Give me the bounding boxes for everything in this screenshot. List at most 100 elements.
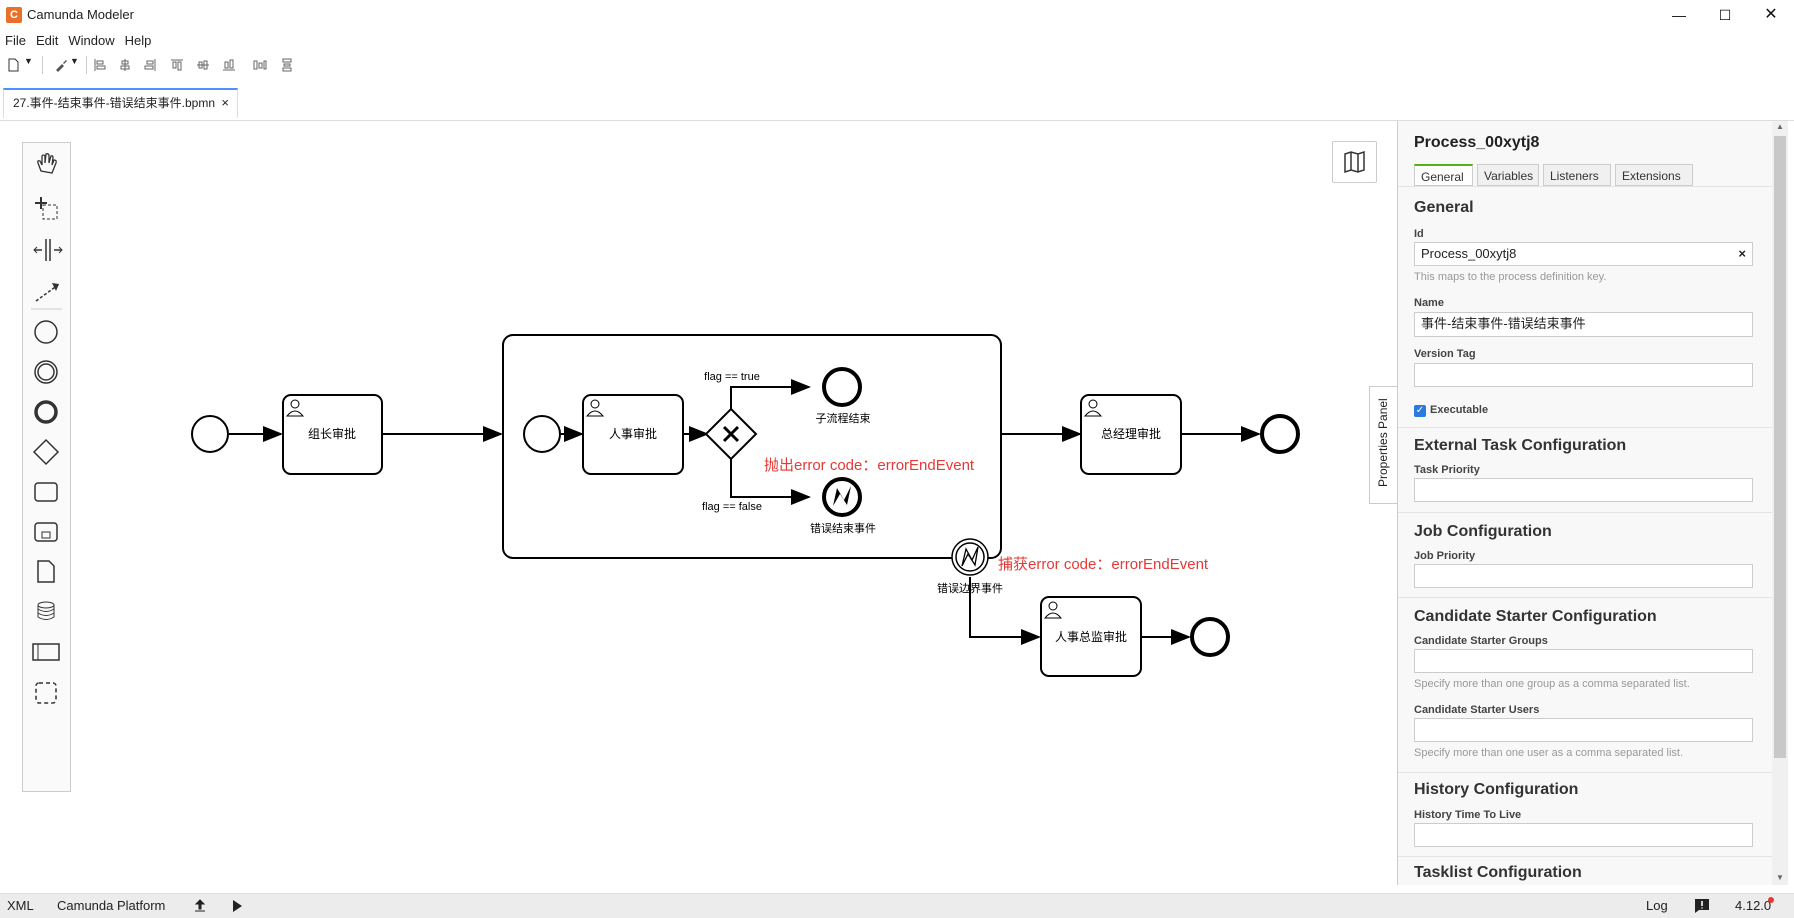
tab-variables[interactable]: Variables xyxy=(1477,164,1539,186)
subprocess-icon[interactable] xyxy=(34,522,58,542)
align-top-icon[interactable] xyxy=(170,58,184,72)
properties-scrollbar-thumb[interactable] xyxy=(1774,136,1786,758)
distribute-vertical-icon[interactable] xyxy=(280,58,294,72)
tab-close-icon[interactable]: × xyxy=(221,95,229,110)
error-end-event[interactable] xyxy=(822,477,862,517)
group-divider xyxy=(1398,597,1773,598)
xml-button[interactable]: XML xyxy=(7,898,34,913)
menu-help[interactable]: Help xyxy=(124,33,152,48)
task-label: 人事总监审批 xyxy=(1055,629,1127,644)
data-object-icon[interactable] xyxy=(37,560,55,583)
space-tool-icon[interactable] xyxy=(33,239,63,261)
bpmn-diagram[interactable]: 组长审批 人事审批 flag == true flag == false 子流程… xyxy=(0,121,1397,885)
menu-edit[interactable]: Edit xyxy=(35,33,59,48)
toolbar-divider xyxy=(86,56,87,74)
tab-extensions[interactable]: Extensions xyxy=(1615,164,1693,186)
history-ttl-label: History Time To Live xyxy=(1414,809,1522,821)
end-event[interactable] xyxy=(1260,414,1300,454)
tab-listeners[interactable]: Listeners xyxy=(1543,164,1611,186)
hand-tool-icon[interactable] xyxy=(37,153,57,174)
edit-brush-icon[interactable] xyxy=(54,58,68,72)
group-tasklist-title: Tasklist Configuration xyxy=(1414,864,1582,881)
distribute-horizontal-icon[interactable] xyxy=(253,58,267,72)
error-end-label: 错误结束事件 xyxy=(810,521,876,535)
user-task-hr-approval[interactable]: 人事审批 xyxy=(582,394,684,475)
scroll-up-icon[interactable]: ▲ xyxy=(1776,122,1784,131)
candidate-users-field[interactable] xyxy=(1414,718,1753,742)
group-candidate-title: Candidate Starter Configuration xyxy=(1414,608,1657,625)
start-event-icon[interactable] xyxy=(34,320,58,344)
task-priority-label: Task Priority xyxy=(1414,464,1480,476)
id-field[interactable]: Process_00xytj8 × xyxy=(1414,242,1753,266)
feedback-icon[interactable] xyxy=(1694,898,1710,914)
candidate-groups-field[interactable] xyxy=(1414,649,1753,673)
align-center-icon[interactable] xyxy=(118,58,132,72)
new-file-dropdown-icon[interactable]: ▼ xyxy=(24,56,33,66)
maximize-button[interactable]: ☐ xyxy=(1718,7,1732,23)
group-general-title: General xyxy=(1414,199,1474,216)
scroll-down-icon[interactable]: ▼ xyxy=(1776,873,1784,882)
task-label: 人事审批 xyxy=(609,426,657,441)
align-middle-icon[interactable] xyxy=(196,58,210,72)
start-instance-icon[interactable] xyxy=(230,899,244,913)
diagram-canvas[interactable]: 组长审批 人事审批 flag == true flag == false 子流程… xyxy=(0,121,1397,885)
exclusive-gateway[interactable] xyxy=(704,407,758,461)
user-task-hr-director-approval[interactable]: 人事总监审批 xyxy=(1040,596,1142,677)
properties-panel-toggle[interactable]: Properties Panel xyxy=(1369,386,1398,504)
menu-file[interactable]: File xyxy=(5,33,26,48)
name-field[interactable]: 事件-结束事件-错误结束事件 xyxy=(1414,312,1753,337)
version-label[interactable]: 4.12.0 xyxy=(1735,898,1772,913)
pool-icon[interactable] xyxy=(32,643,60,661)
align-bottom-icon[interactable] xyxy=(222,58,236,72)
user-icon xyxy=(1083,399,1103,417)
minimap-toggle[interactable] xyxy=(1332,141,1377,183)
user-task-leader-approval[interactable]: 组长审批 xyxy=(282,394,383,475)
version-tag-field[interactable] xyxy=(1414,363,1753,387)
task-icon[interactable] xyxy=(34,482,58,502)
sub-process[interactable] xyxy=(502,334,1002,559)
menu-window[interactable]: Window xyxy=(68,33,115,48)
end-event-error-path[interactable] xyxy=(1190,617,1230,657)
sequence-flow-error[interactable] xyxy=(969,577,1041,645)
group-icon[interactable] xyxy=(35,682,57,704)
task-priority-field[interactable] xyxy=(1414,478,1753,502)
sub-start-event[interactable] xyxy=(523,415,561,453)
history-ttl-field[interactable] xyxy=(1414,823,1753,847)
minimize-button[interactable]: — xyxy=(1672,7,1686,23)
edit-dropdown-icon[interactable]: ▼ xyxy=(70,56,79,66)
sequence-flow-true[interactable] xyxy=(730,379,811,410)
log-button[interactable]: Log xyxy=(1646,898,1668,913)
deploy-icon[interactable] xyxy=(193,899,207,913)
lasso-tool-icon[interactable] xyxy=(35,197,58,220)
error-boundary-label: 错误边界事件 xyxy=(937,581,1003,595)
close-window-button[interactable]: ✕ xyxy=(1764,6,1778,23)
gateway-icon[interactable] xyxy=(32,438,60,466)
job-priority-field[interactable] xyxy=(1414,564,1753,588)
executable-checkbox[interactable]: ✓ xyxy=(1414,405,1426,417)
group-external-task-title: External Task Configuration xyxy=(1414,437,1627,454)
tab-general[interactable]: General xyxy=(1414,164,1473,186)
data-store-icon[interactable] xyxy=(37,601,55,620)
connect-tool-icon[interactable] xyxy=(35,283,59,302)
tab-file[interactable]: 27.事件-结束事件-错误结束事件.bpmn × xyxy=(3,88,238,118)
intermediate-event-icon[interactable] xyxy=(34,360,58,384)
end-event-icon[interactable] xyxy=(34,400,58,424)
candidate-users-description: Specify more than one user as a comma se… xyxy=(1414,747,1684,759)
sub-end-event[interactable] xyxy=(822,367,862,407)
window-title: Camunda Modeler xyxy=(27,7,134,22)
name-value: 事件-结束事件-错误结束事件 xyxy=(1421,316,1586,331)
clear-id-icon[interactable]: × xyxy=(1738,246,1746,261)
tab-file-label: 27.事件-结束事件-错误结束事件.bpmn xyxy=(13,96,216,110)
executable-label: Executable xyxy=(1430,404,1489,416)
error-boundary-event[interactable] xyxy=(951,538,989,576)
sequence-flow-false[interactable] xyxy=(730,458,811,505)
toolbar: ▼ ▼ xyxy=(0,54,1794,78)
id-label: Id xyxy=(1414,228,1424,240)
platform-selector[interactable]: Camunda Platform xyxy=(57,898,166,913)
user-task-gm-approval[interactable]: 总经理审批 xyxy=(1080,394,1182,475)
new-file-icon[interactable] xyxy=(6,58,20,72)
error-icon xyxy=(833,486,851,506)
start-event[interactable] xyxy=(191,415,229,453)
align-left-icon[interactable] xyxy=(93,58,107,72)
align-right-icon[interactable] xyxy=(143,58,157,72)
